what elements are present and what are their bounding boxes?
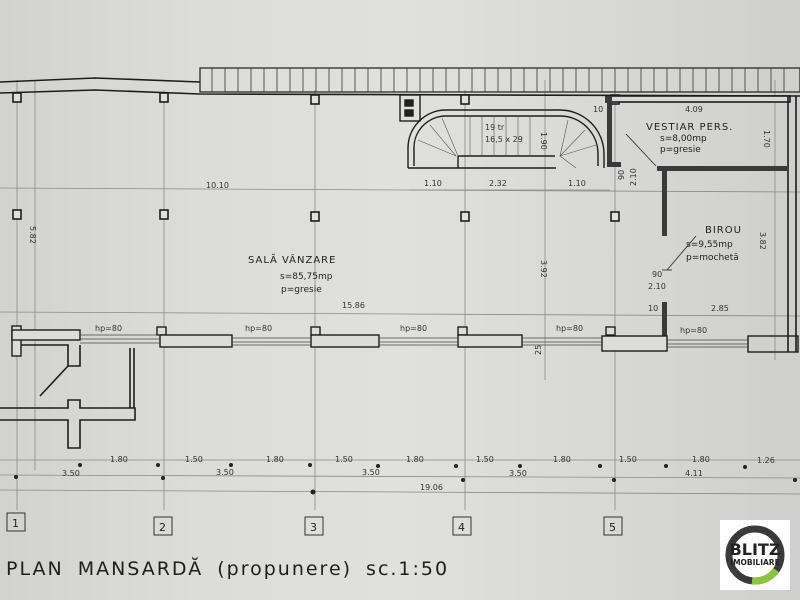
room-floor-vestiar: p=gresie <box>660 145 701 155</box>
logo-ring-icon <box>725 525 785 585</box>
axis-label-3: 3 <box>310 521 317 534</box>
window-label-5: hp=80 <box>680 326 707 335</box>
bottom-dim-4: 1.50 <box>335 455 353 464</box>
bottom-dim-row2-2: 3.50 <box>216 468 234 477</box>
room-floor-birou: p=mochetă <box>686 253 739 263</box>
dim-vestiar-height: 1.70 <box>762 130 771 148</box>
bottom-dim-10: 1.26 <box>757 456 775 465</box>
dim-door-v-top: 90 <box>617 170 626 180</box>
plan-title-word-3: (propunere) <box>217 558 353 580</box>
dim-door-v-bottom: 2.10 <box>629 168 638 186</box>
bottom-dim-5: 1.80 <box>406 455 424 464</box>
window-label-3: hp=80 <box>400 324 427 333</box>
bottom-dim-6: 1.50 <box>476 455 494 464</box>
dim-birou-width: 2.85 <box>711 304 729 313</box>
dim-vestiar-width: 4.09 <box>685 105 703 114</box>
logo-brand: BLITZ <box>729 540 781 559</box>
dim-stair-left: 1.10 <box>424 179 442 188</box>
dim-birou-door-bottom: 2.10 <box>648 282 666 291</box>
stair-steps: 19 tr <box>485 123 505 132</box>
dim-stair-mid: 2.32 <box>489 179 507 188</box>
window-label-1: hp=80 <box>95 324 122 333</box>
room-floor-sala: p=gresie <box>281 285 322 295</box>
bottom-dim-3: 1.80 <box>266 455 284 464</box>
dim-wall-25: 25 <box>534 345 543 355</box>
bottom-dim-row2-5: 4.11 <box>685 469 703 478</box>
logo-sub: IMOBILIARE <box>730 558 780 567</box>
bottom-dim-row2-3: 3.50 <box>362 468 380 477</box>
plan-scale: sc.1:50 <box>366 558 450 580</box>
dim-left-height: 5.82 <box>28 226 37 244</box>
room-area-sala: s=85,75mp <box>280 272 333 282</box>
bottom-dim-row2-1: 3.50 <box>62 469 80 478</box>
bottom-dim-7: 1.80 <box>553 455 571 464</box>
dim-sala-depth: 3.92 <box>539 260 548 278</box>
axis-label-5: 5 <box>609 521 616 534</box>
axis-label-2: 2 <box>159 521 166 534</box>
window-label-4: hp=80 <box>556 324 583 333</box>
dim-birou-door-top: 90 <box>652 270 662 279</box>
dim-top-span: 10.10 <box>206 181 229 190</box>
window-label-2: hp=80 <box>245 324 272 333</box>
bottom-dim-1: 1.80 <box>110 455 128 464</box>
bottom-dim-2: 1.50 <box>185 455 203 464</box>
bottom-dim-total: 19.06 <box>420 483 443 492</box>
stair-size: 16,5 x 29 <box>485 135 523 144</box>
plan-title-word-2: MANSARDĂ <box>77 558 204 580</box>
plan-title: PLAN MANSARDĂ (propunere) sc.1:50 <box>6 558 463 580</box>
room-area-vestiar: s=8,00mp <box>660 134 707 144</box>
room-name-birou: BIROU <box>705 225 742 236</box>
dim-stair-depth: 1.90 <box>539 132 548 150</box>
bottom-dim-9: 1.80 <box>692 455 710 464</box>
bottom-dim-row2-4: 3.50 <box>509 469 527 478</box>
axis-label-1: 1 <box>12 517 19 530</box>
dim-birou-wall: 10 <box>648 304 658 313</box>
dim-stair-right: 1.10 <box>568 179 586 188</box>
blitz-logo: BLITZ IMOBILIARE <box>720 520 790 590</box>
dim-birou-height: 3.82 <box>758 232 767 250</box>
plan-title-word-1: PLAN <box>6 558 64 580</box>
bottom-dim-8: 1.50 <box>619 455 637 464</box>
room-name-sala: SALĂ VÂNZARE <box>248 253 336 266</box>
axis-label-4: 4 <box>458 521 465 534</box>
dim-sala-width: 15.86 <box>342 301 365 310</box>
room-name-vestiar: VESTIAR PERS. <box>646 122 733 133</box>
room-area-birou: s=9,55mp <box>686 240 733 250</box>
dim-vestiar-wall: 10 <box>593 105 603 114</box>
